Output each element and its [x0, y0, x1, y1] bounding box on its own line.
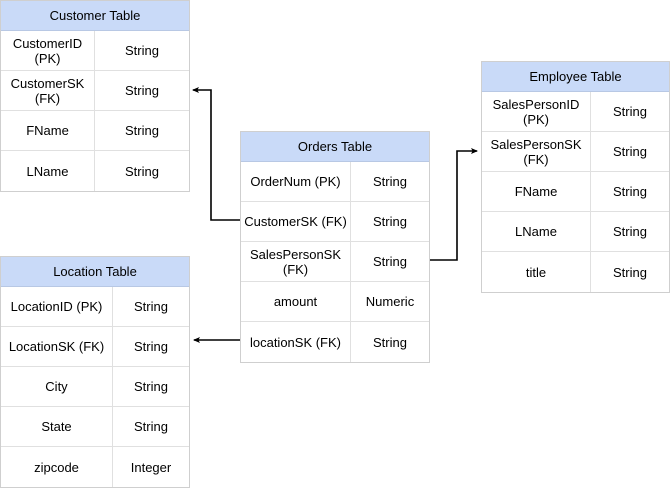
field-name: CustomerSK (FK) [241, 202, 351, 241]
table-row: CustomerSK (FK) String [1, 71, 189, 111]
field-type: String [613, 264, 647, 280]
field-name: CustomerID (PK) [1, 31, 95, 70]
field-name: LocationID (PK) [1, 287, 113, 326]
table-row: CustomerSK (FK) String [241, 202, 429, 242]
field-type: String [373, 254, 407, 269]
field-type: String [125, 83, 159, 98]
table-title-orders: Orders Table [241, 132, 429, 162]
field-type: Integer [130, 459, 172, 475]
field-type: String [134, 419, 168, 434]
table-row: amount Numeric [241, 282, 429, 322]
field-name: SalesPersonID (PK) [482, 92, 591, 131]
field-name: FName [482, 172, 591, 211]
connector-orders-to-customer [192, 87, 240, 221]
table-row: FName String [482, 172, 669, 212]
field-name: LName [1, 151, 95, 191]
table-title-employee: Employee Table [482, 62, 669, 92]
field-name: amount [241, 282, 351, 321]
field-name: title [482, 252, 591, 292]
table-row: LocationID (PK) String [1, 287, 189, 327]
table-row: LocationSK (FK) String [1, 327, 189, 367]
table-title-location: Location Table [1, 257, 189, 287]
field-name: zipcode [1, 447, 113, 487]
field-type: String [613, 224, 647, 239]
table-row: title String [482, 252, 669, 292]
field-name: FName [1, 111, 95, 150]
field-type: String [134, 339, 168, 354]
table-row: City String [1, 367, 189, 407]
field-name: LocationSK (FK) [1, 327, 113, 366]
field-type: String [373, 334, 407, 350]
field-type: String [373, 174, 407, 189]
field-type: String [613, 144, 647, 159]
field-type: String [125, 43, 159, 58]
table-row: FName String [1, 111, 189, 151]
field-name: CustomerSK (FK) [1, 71, 95, 110]
table-row: LName String [482, 212, 669, 252]
table-row: zipcode Integer [1, 447, 189, 487]
table-row: State String [1, 407, 189, 447]
table-title-customer: Customer Table [1, 1, 189, 31]
field-type: Numeric [365, 294, 415, 309]
field-type: String [613, 104, 647, 119]
field-type: String [373, 214, 407, 229]
field-name: City [1, 367, 113, 406]
field-type: String [134, 299, 168, 314]
table-row: locationSK (FK) String [241, 322, 429, 362]
field-name: locationSK (FK) [241, 322, 351, 362]
field-name: SalesPersonSK (FK) [241, 242, 351, 281]
field-type: String [125, 123, 159, 138]
table-row: OrderNum (PK) String [241, 162, 429, 202]
field-name: State [1, 407, 113, 446]
connector-orders-to-employee [430, 147, 478, 261]
table-row: SalesPersonSK (FK) String [482, 132, 669, 172]
table-row: SalesPersonSK (FK) String [241, 242, 429, 282]
field-type: String [125, 163, 159, 179]
field-name: SalesPersonSK (FK) [482, 132, 591, 171]
field-name: LName [482, 212, 591, 251]
field-type: String [134, 379, 168, 394]
field-name: OrderNum (PK) [241, 162, 351, 201]
table-row: LName String [1, 151, 189, 191]
table-row: SalesPersonID (PK) String [482, 92, 669, 132]
table-row: CustomerID (PK) String [1, 31, 189, 71]
field-type: String [613, 184, 647, 199]
